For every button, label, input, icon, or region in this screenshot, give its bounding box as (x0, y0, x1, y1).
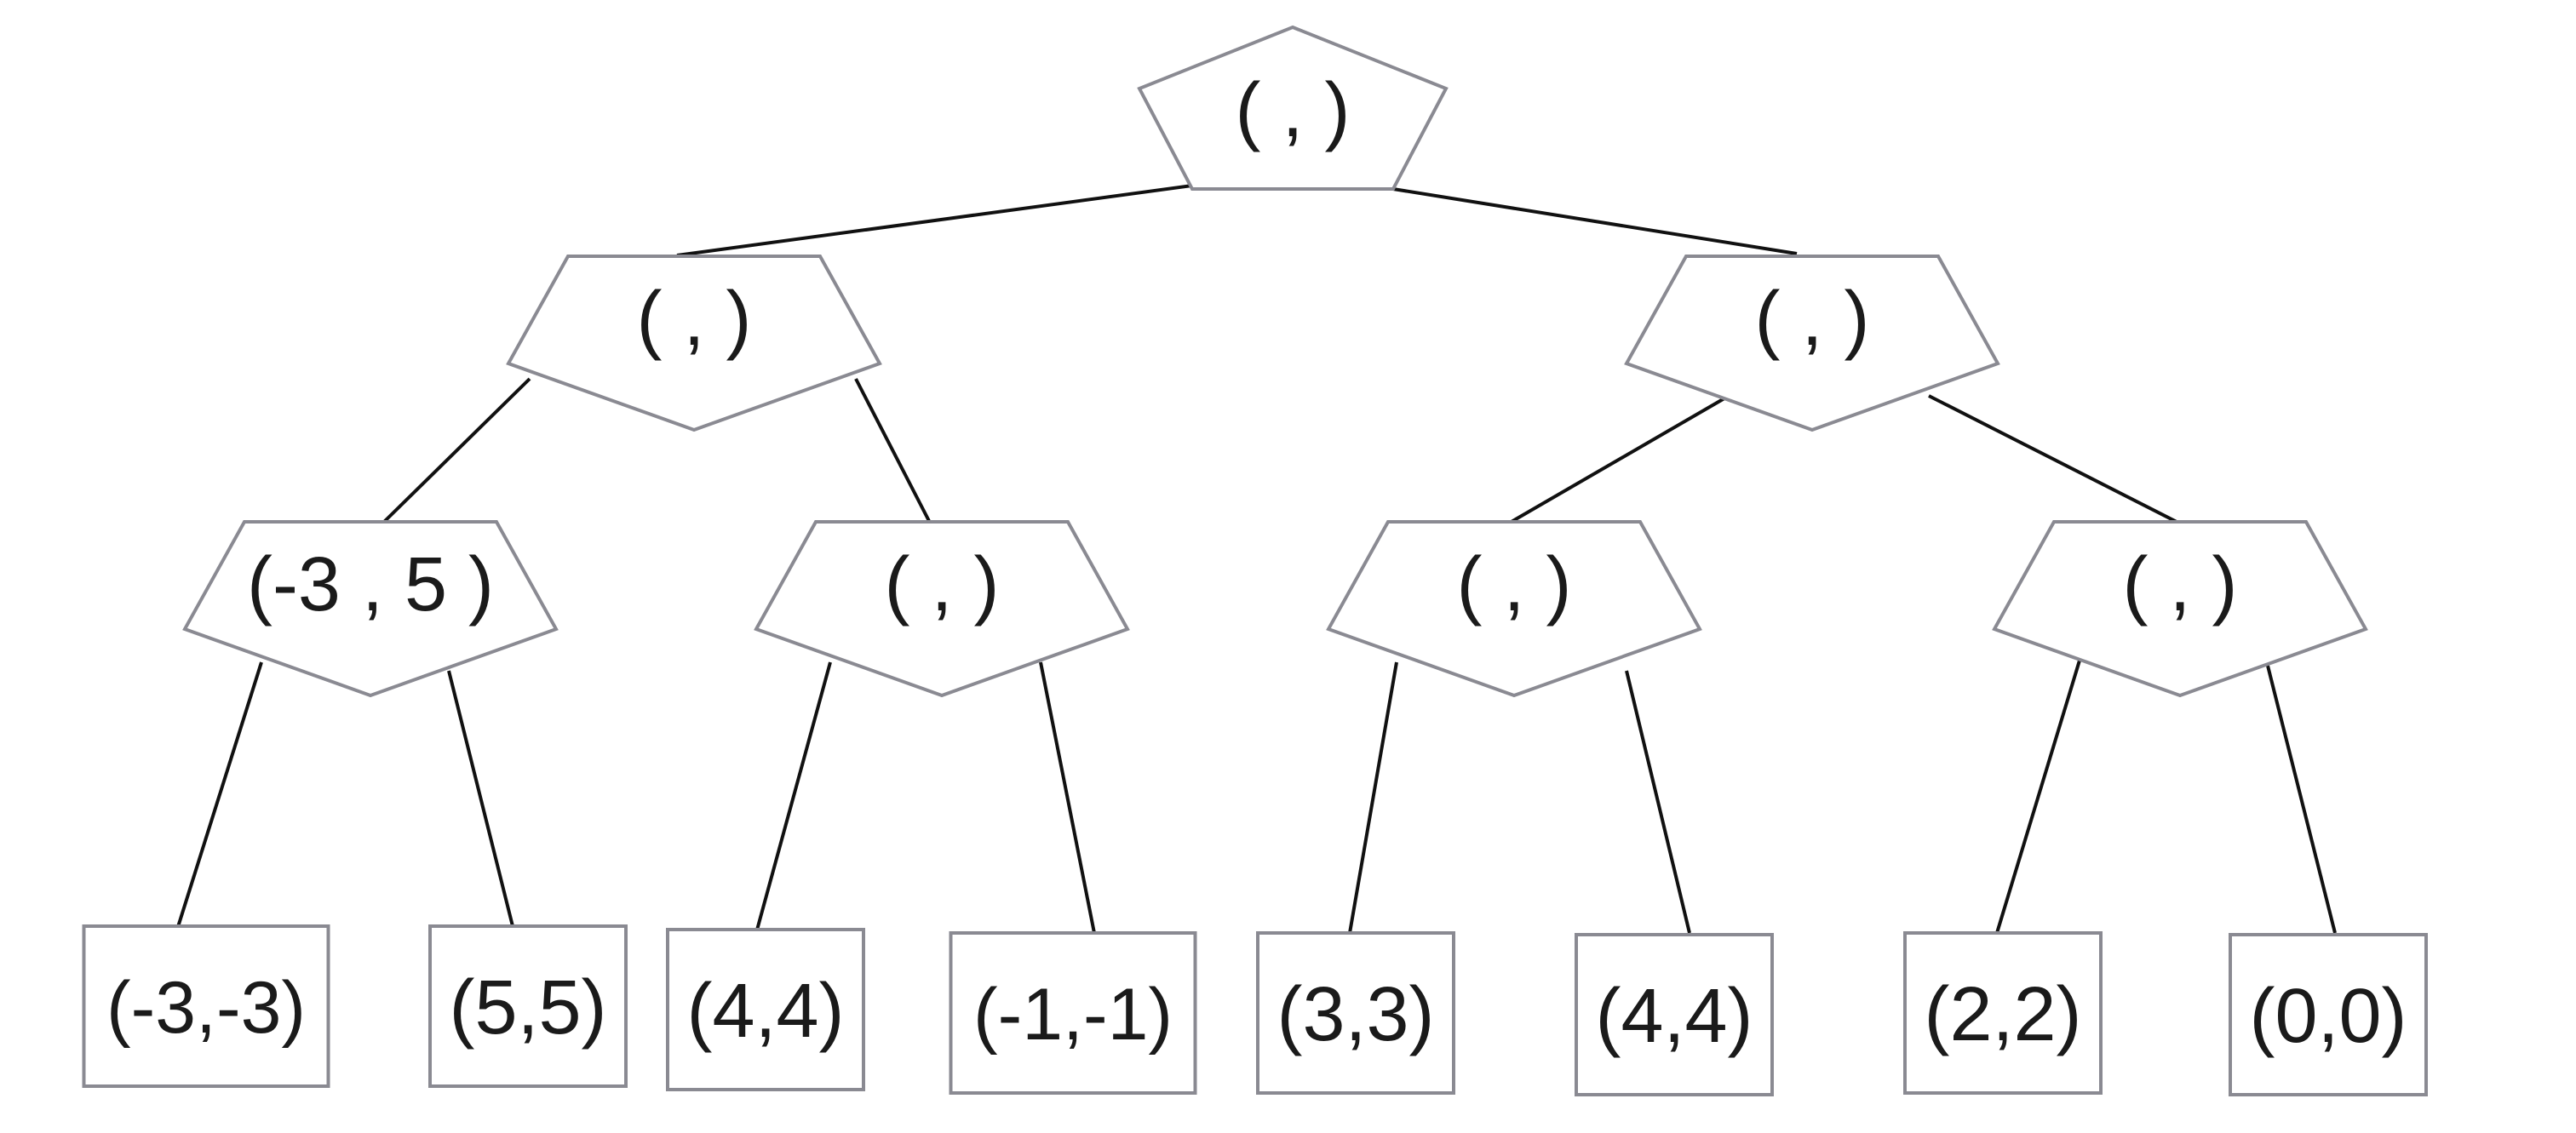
edge-rl-leaf5 (1348, 661, 1398, 934)
pentagon-node-shape (1326, 520, 1702, 698)
leaf-node-5: (3,3) (1256, 931, 1455, 1095)
leaf-node-3: (4,4) (666, 928, 865, 1091)
edge-ll-leaf2 (447, 670, 515, 930)
tree-node-r: ( , ) (1624, 255, 2000, 432)
leaf-node-7: (2,2) (1903, 931, 2103, 1095)
leaf-box (666, 928, 865, 1091)
node-label: ( , ) (1457, 542, 1572, 627)
pentagon-node-shape (1624, 255, 2000, 432)
leaf-label: (3,3) (1277, 972, 1434, 1057)
leaf-label: (4,4) (686, 969, 844, 1054)
leaf-node-2: (5,5) (428, 924, 628, 1088)
pentagon-node-shape (754, 520, 1130, 698)
leaf-box (1903, 931, 2103, 1095)
edge-r-rl (1508, 397, 1726, 524)
edge-rr-leaf8 (2266, 665, 2337, 934)
leaf-box (949, 931, 1197, 1095)
edge-l-lr (854, 378, 932, 524)
nodes-layer: ( , ) ( , ) ( , ) (-3 , 5 ) ( , ) ( , ) ( , ) (… (82, 25, 2428, 1096)
leaf-node-8: (0,0) (2229, 933, 2428, 1096)
tree-node-ll: (-3 , 5 ) (182, 520, 559, 698)
leaf-box (1256, 931, 1455, 1095)
node-label: ( , ) (637, 277, 752, 362)
edge-lr-leaf4 (1039, 661, 1096, 934)
tree-node-rr: ( , ) (1992, 520, 2368, 698)
node-label: ( , ) (1755, 277, 1870, 362)
leaf-node-6: (4,4) (1575, 933, 1774, 1096)
node-label: ( , ) (1236, 68, 1351, 153)
pentagon-node-shape (182, 520, 559, 698)
leaf-box (82, 924, 330, 1088)
pentagon-node-shape (506, 255, 882, 432)
leaf-node-4: (-1,-1) (949, 931, 1197, 1095)
edge-root-l (676, 184, 1193, 257)
leaf-label: (0,0) (2249, 974, 2407, 1059)
node-label: ( , ) (2123, 542, 2238, 627)
leaf-label: (5,5) (449, 965, 606, 1050)
edge-rr-leaf7 (1995, 651, 2084, 934)
edges-layer (175, 184, 2337, 934)
tree-node-root: ( , ) (1137, 25, 1449, 191)
leaf-label: (2,2) (1924, 972, 2081, 1057)
tree-node-l: ( , ) (506, 255, 882, 432)
leaf-label: (-3,-3) (106, 967, 306, 1049)
leaf-box (428, 924, 628, 1088)
edge-rl-leaf6 (1625, 670, 1691, 934)
leaf-label: (4,4) (1595, 974, 1753, 1059)
edge-lr-leaf3 (754, 661, 832, 934)
node-label: (-3 , 5 ) (247, 542, 494, 627)
leaf-box (1575, 933, 1774, 1096)
pentagon-node-shape (1992, 520, 2368, 698)
edge-root-r (1392, 187, 1798, 255)
pentagon-node-shape (1137, 25, 1449, 191)
edge-l-ll (382, 377, 531, 524)
tree-node-lr: ( , ) (754, 520, 1130, 698)
node-label: ( , ) (885, 542, 1000, 627)
leaf-node-1: (-3,-3) (82, 924, 330, 1088)
edge-ll-leaf1 (175, 661, 263, 930)
edge-r-rr (1928, 394, 2179, 524)
tree-node-rl: ( , ) (1326, 520, 1702, 698)
leaf-box (2229, 933, 2428, 1096)
leaf-label: (-1,-1) (973, 974, 1173, 1056)
